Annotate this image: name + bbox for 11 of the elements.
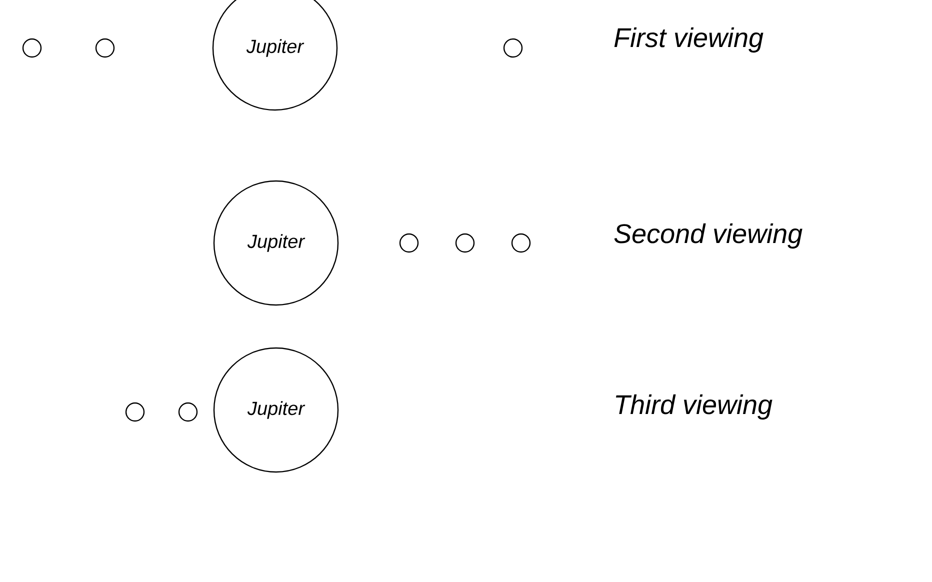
moon-circle: [455, 233, 475, 253]
moon-circle: [511, 233, 531, 253]
moon-circle: [399, 233, 419, 253]
viewing-label: Second viewing: [614, 223, 802, 249]
moon-circle: [22, 38, 42, 58]
viewing-label: First viewing: [614, 27, 764, 53]
moon-circle: [503, 38, 523, 58]
moon-circle: [125, 402, 145, 422]
moon-circle: [95, 38, 115, 58]
viewing-label: Third viewing: [616, 394, 772, 420]
moon-circle: [178, 402, 198, 422]
